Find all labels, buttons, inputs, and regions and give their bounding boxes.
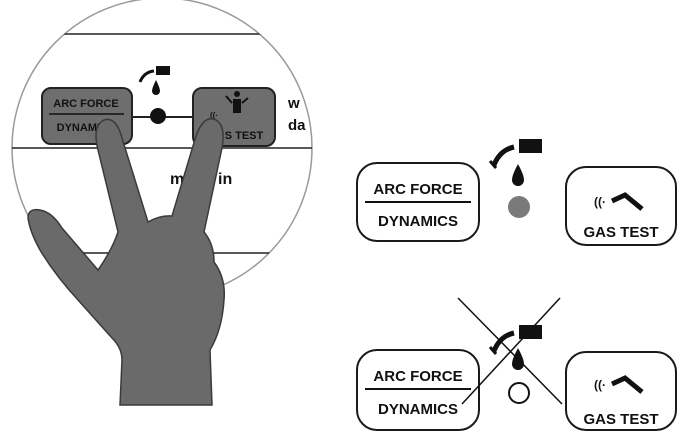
bottom-led [508, 382, 530, 404]
zoom-fragment-text: in [218, 171, 232, 188]
top-gas-test-button[interactable]: ((· GAS TEST [565, 166, 677, 246]
panel-led-on: ARC FORCE DYNAMICS ((· GAS TEST [356, 139, 677, 246]
gas-wave-icon: ((· [594, 378, 606, 392]
zoom-led [150, 108, 166, 124]
bottom-arc-force-label-bottom: DYNAMICS [378, 401, 458, 418]
zoom-fragment-text: w [287, 95, 300, 112]
top-arc-force-label-bottom: DYNAMICS [378, 213, 458, 230]
torch-icon [488, 139, 542, 169]
gas-wave-icon: ((· [210, 111, 218, 120]
zoom-fragment-text: m [170, 171, 184, 188]
drop-icon [512, 164, 524, 186]
bottom-arc-force-button[interactable]: ARC FORCE DYNAMICS [356, 349, 480, 431]
zoom-arc-force-label-top: ARC FORCE [53, 98, 118, 110]
zoom-gas-test-label: S TEST [225, 130, 264, 142]
torch-icon [610, 375, 644, 394]
drop-icon [152, 80, 160, 95]
cross-out-mark [457, 297, 563, 405]
top-led [508, 196, 530, 218]
top-arc-force-label-top: ARC FORCE [373, 181, 462, 198]
bottom-gas-test-label: GAS TEST [583, 411, 658, 428]
panel-led-off: ARC FORCE DYNAMICS ((· GAS TEST [356, 297, 677, 431]
bottom-arc-force-label-top: ARC FORCE [373, 368, 462, 385]
top-arc-force-button[interactable]: ARC FORCE DYNAMICS [356, 162, 480, 242]
gas-wave-icon: ((· [594, 195, 606, 209]
gas-cylinder-icon [225, 91, 249, 113]
zoom-fragment-text: da [288, 117, 306, 134]
torch-icon [138, 66, 170, 83]
bottom-gas-test-button[interactable]: ((· GAS TEST [565, 351, 677, 431]
hand-illustration [27, 118, 226, 406]
top-gas-test-label: GAS TEST [583, 224, 658, 241]
torch-icon [610, 192, 644, 211]
